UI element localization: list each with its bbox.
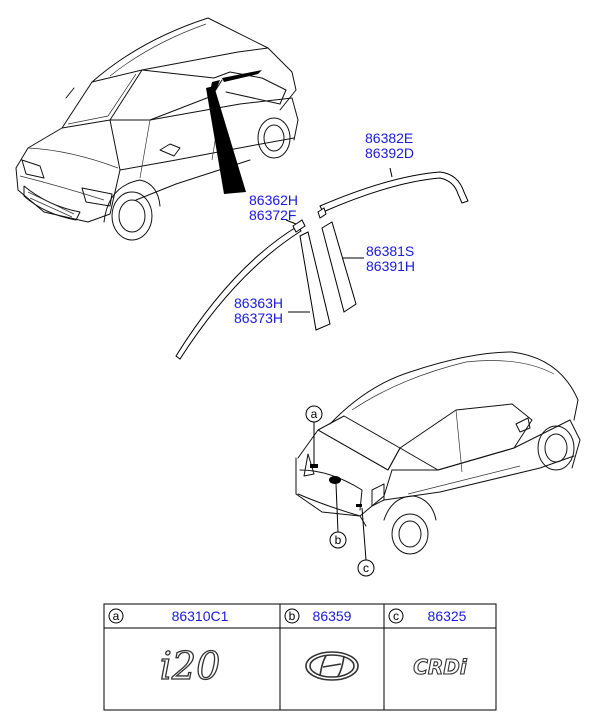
callout-a: a bbox=[305, 405, 323, 464]
callout-c: c bbox=[357, 507, 375, 577]
table-cell-b: b 86359 bbox=[284, 608, 359, 681]
emblem-table: a 86310C1 i20 b 86359 c 86325 CRDi bbox=[103, 603, 497, 711]
rear-pillar-molding bbox=[321, 221, 357, 313]
svg-text:i20: i20 bbox=[160, 644, 221, 688]
part-number-86359: 86359 bbox=[313, 608, 352, 624]
svg-text:b: b bbox=[335, 533, 342, 547]
part-number-labels: 86382E 86392D 86362H 86372F 86381S 86391… bbox=[234, 130, 415, 326]
part-number-86392D: 86392D bbox=[365, 145, 414, 161]
table-cell-a: a 86310C1 i20 bbox=[108, 608, 229, 689]
svg-text:c: c bbox=[393, 609, 399, 623]
callout-b: b bbox=[329, 483, 347, 549]
part-number-86382E: 86382E bbox=[365, 130, 413, 146]
svg-text:b: b bbox=[289, 609, 296, 623]
table-cell-c: c 86325 CRDi bbox=[388, 608, 469, 680]
rear-roof-molding bbox=[319, 171, 469, 213]
hyundai-logo-icon bbox=[305, 651, 359, 681]
front-car-illustration bbox=[15, 17, 299, 241]
svg-text:CRDi: CRDi bbox=[413, 655, 468, 679]
part-number-86310C1: 86310C1 bbox=[172, 608, 229, 624]
part-number-86391H: 86391H bbox=[366, 258, 415, 274]
part-number-86325: 86325 bbox=[428, 608, 467, 624]
leader-lines bbox=[285, 167, 393, 313]
roof-molding-connector bbox=[292, 219, 306, 233]
rear-car-illustration bbox=[295, 351, 581, 555]
svg-text:a: a bbox=[311, 407, 318, 421]
svg-text:c: c bbox=[363, 561, 369, 575]
part-number-86381S: 86381S bbox=[366, 243, 414, 259]
part-number-86362H: 86362H bbox=[249, 192, 298, 208]
part-number-86363H: 86363H bbox=[234, 295, 283, 311]
molding-parts bbox=[175, 171, 469, 360]
front-roof-molding bbox=[175, 225, 302, 360]
part-number-86372F: 86372F bbox=[249, 207, 296, 223]
rear-molding-bracket bbox=[317, 207, 327, 219]
i20-emblem-icon: i20 bbox=[159, 643, 221, 688]
crdi-emblem-icon: CRDi bbox=[413, 654, 469, 679]
svg-text:a: a bbox=[113, 609, 120, 623]
part-number-86373H: 86373H bbox=[234, 310, 283, 326]
front-pillar-molding bbox=[299, 231, 331, 331]
